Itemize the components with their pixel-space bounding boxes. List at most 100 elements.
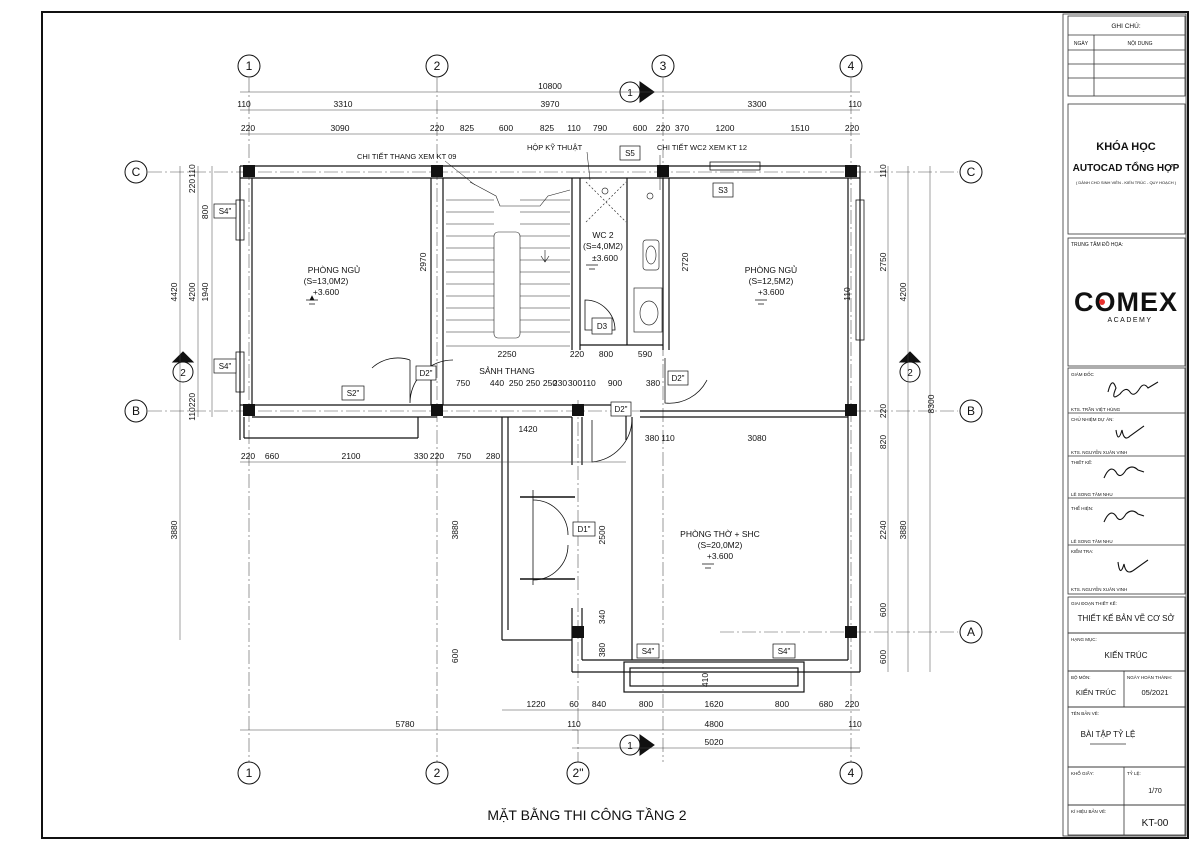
dim-b600: 600 xyxy=(499,123,513,133)
dim-r8300: 8300 xyxy=(926,394,936,413)
bed1-level: +3.600 xyxy=(313,287,340,297)
tag-s4-c: S4" xyxy=(642,647,655,656)
dim-b220d: 220 xyxy=(845,123,859,133)
dim-l4200: 4200 xyxy=(187,282,197,301)
completion-value: 05/2021 xyxy=(1141,688,1168,697)
logo-sub: ACADEMY xyxy=(1107,317,1152,324)
stair-detail-note: CHI TIẾT THANG XEM KT 09 xyxy=(357,151,456,161)
dim-b825: 825 xyxy=(460,123,474,133)
col-date: NGÀY xyxy=(1074,40,1089,47)
dim-b1200: 1200 xyxy=(716,123,735,133)
left-dimension-labels: 4420 110 220 800 4200 1940 2970 220 110 … xyxy=(169,164,607,663)
dim-m250c: 250 xyxy=(543,378,557,388)
bed1-name: PHÒNG NGỦ xyxy=(308,264,360,275)
dim-l2970: 2970 xyxy=(418,252,428,271)
note-labels: CHI TIẾT THANG XEM KT 09 HỘP KỸ THUẬT CH… xyxy=(357,142,747,161)
dim-m300: 300 xyxy=(568,378,582,388)
bed2-level: +3.600 xyxy=(758,287,785,297)
walls xyxy=(239,165,861,693)
tag-d2-b: D2" xyxy=(671,374,684,383)
right-dimension-labels: 110 2750 4200 8300 2720 220 820 3880 224… xyxy=(597,164,936,687)
dim-r2240: 2240 xyxy=(878,520,888,539)
drafter-name: LÊ SONG TÂM NHU xyxy=(1071,537,1113,544)
tag-s5: S5 xyxy=(625,149,635,158)
dim-m380: 380 xyxy=(646,378,660,388)
dim-r340: 340 xyxy=(597,610,607,624)
title-block xyxy=(1062,13,1187,837)
dim-m380b: 380 xyxy=(645,433,659,443)
tag-d3: D3 xyxy=(597,322,608,331)
dim-c800b: 800 xyxy=(775,699,789,709)
grid-col-2-top: 2 xyxy=(434,59,441,73)
dim-a3310: 3310 xyxy=(334,99,353,109)
project-lead-label: CHỦ NHIỆM DỰ ÁN: xyxy=(1071,415,1114,422)
grid-col-4-top: 4 xyxy=(848,59,855,73)
dim-b790: 790 xyxy=(593,123,607,133)
completion-label: NGÀY HOÀN THÀNH: xyxy=(1127,674,1172,680)
dim-m660: 660 xyxy=(265,451,279,461)
director-name: KTS. TRẦN VIỆT HÙNG xyxy=(1071,405,1121,412)
dim-m280: 280 xyxy=(486,451,500,461)
dim-c5780: 5780 xyxy=(396,719,415,729)
dim-c110b: 110 xyxy=(848,719,862,729)
phase-value: THIẾT KẾ BẢN VẼ CƠ SỞ xyxy=(1078,613,1175,623)
col-content: NỘI DUNG xyxy=(1128,40,1153,47)
dim-a110: 110 xyxy=(237,99,251,109)
doors xyxy=(371,299,708,585)
dim-b600b: 600 xyxy=(633,123,647,133)
designer-signature-icon xyxy=(1103,466,1145,479)
dept-value: KIẾN TRÚC xyxy=(1076,687,1117,697)
grid-lines xyxy=(148,78,958,762)
logo-main: COMEX xyxy=(1074,287,1178,317)
plan-title: MẶT BẰNG THI CÔNG TẦNG 2 xyxy=(487,806,686,823)
studio-label: TRUNG TÂM ĐỒ HỌA: xyxy=(1071,241,1123,248)
dim-m750b: 750 xyxy=(456,378,470,388)
section-2-right-label: 2 xyxy=(907,368,913,379)
director-label: GIÁM ĐỐC xyxy=(1071,371,1095,377)
tag-s4-d: S4" xyxy=(778,647,791,656)
worship-area: (S=20,0M2) xyxy=(698,540,743,550)
dim-l600: 600 xyxy=(450,649,460,663)
dim-l3880b: 3880 xyxy=(450,520,460,539)
dim-l110: 110 xyxy=(187,164,197,178)
dim-m230: 230 xyxy=(553,378,567,388)
dim-overall: 10800 xyxy=(538,81,562,91)
tag-labels: S5 S3 D3 S4" S4" S2" D2" D2" D2" D1" S4"… xyxy=(219,149,791,656)
dim-l800: 800 xyxy=(200,205,210,219)
bed2-area: (S=12,5M2) xyxy=(749,276,794,286)
dim-c4800: 4800 xyxy=(705,719,724,729)
worship-name: PHÒNG THỜ + SHC xyxy=(680,529,760,539)
category-value: KIẾN TRÚC xyxy=(1105,650,1148,660)
tag-d2-a: D2" xyxy=(419,369,432,378)
dim-c60: 60 xyxy=(569,699,579,709)
dim-m440: 440 xyxy=(490,378,504,388)
dimension-lines xyxy=(179,91,931,749)
dim-c680: 680 xyxy=(819,699,833,709)
dim-m220c: 220 xyxy=(570,349,584,359)
grid-col-1-bottom: 1 xyxy=(246,766,253,780)
notes-header: GHI CHÚ: xyxy=(1111,21,1140,30)
director-signature-icon xyxy=(1107,381,1159,398)
dim-r2750: 2750 xyxy=(878,252,888,271)
designer-label: THIẾT KẾ: xyxy=(1071,459,1092,465)
drawing-name-value: BÀI TẬP TỶ LỆ xyxy=(1081,730,1136,739)
bed2-name: PHÒNG NGỦ xyxy=(745,264,797,275)
grid-col-1-top: 1 xyxy=(246,59,253,73)
section-1-top-label: 1 xyxy=(627,88,633,99)
category-label: HẠNG MỤC: xyxy=(1071,637,1097,642)
bottom-dimension-labels: 1220 60 840 800 1620 800 680 220 5780 11… xyxy=(396,699,863,747)
wc-fixtures xyxy=(585,181,663,333)
dim-l4420: 4420 xyxy=(169,282,179,301)
wc-detail-note: CHI TIẾT WC2 XEM KT 12 xyxy=(657,142,747,152)
dim-r110: 110 xyxy=(878,164,888,178)
dim-c1620: 1620 xyxy=(705,699,724,709)
wc-name: WC 2 xyxy=(592,230,614,240)
dim-r600b: 600 xyxy=(878,650,888,664)
dim-m3080: 3080 xyxy=(748,433,767,443)
dim-a3300: 3300 xyxy=(748,99,767,109)
dim-l220b: 220 xyxy=(187,393,197,407)
dim-m250b: 250 xyxy=(526,378,540,388)
dim-l3880: 3880 xyxy=(169,520,179,539)
leader-lines xyxy=(444,151,661,190)
wc-area: (S=4,0M2) xyxy=(583,241,623,251)
